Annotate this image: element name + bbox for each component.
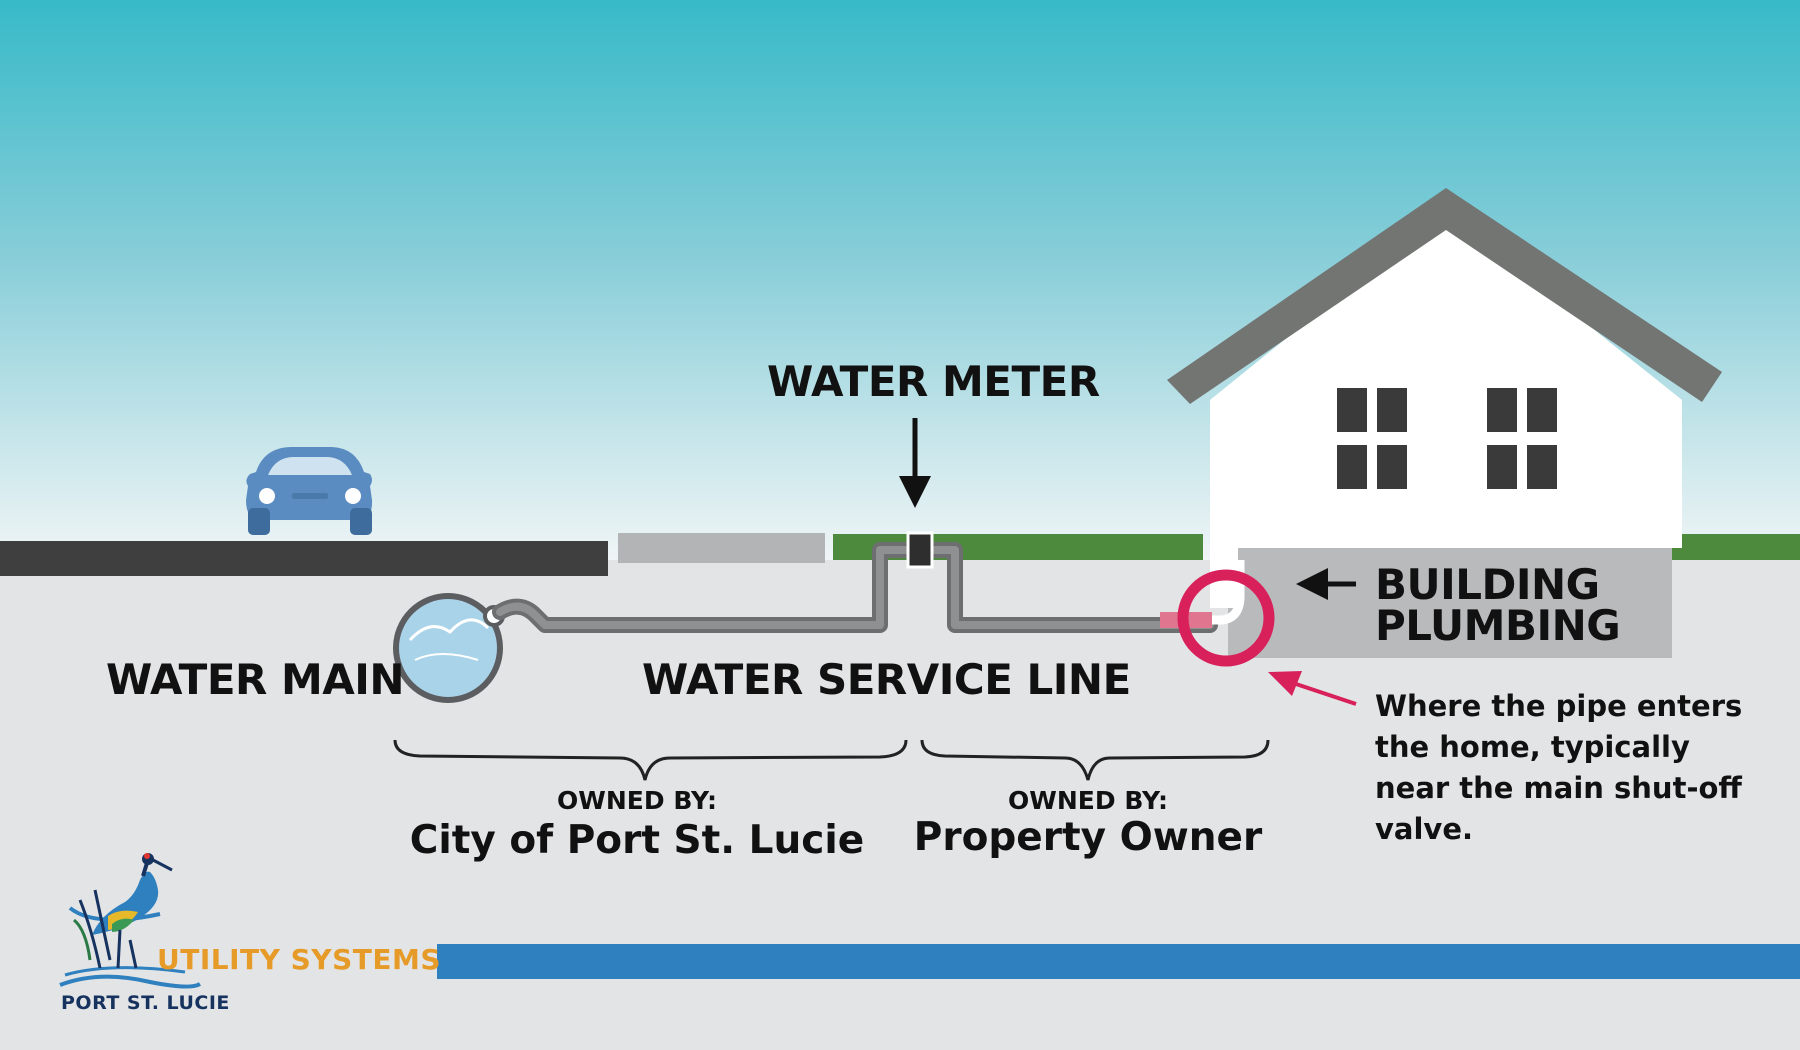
water-meter-label: WATER METER: [767, 357, 1100, 406]
property-owned-by-heading: OWNED BY:: [1008, 786, 1168, 815]
house-icon: [1167, 188, 1722, 658]
road: [0, 541, 608, 576]
building-plumbing-arrow: [1296, 568, 1356, 600]
window-right: [1487, 388, 1557, 489]
connection-note-arrow: [1268, 671, 1357, 706]
window-left: [1337, 388, 1407, 489]
heron-logo-icon: [59, 853, 202, 989]
water-main-label: WATER MAIN: [106, 655, 405, 704]
grass-right: [1672, 534, 1800, 560]
owner-ownership-brace: [920, 739, 1270, 781]
sidewalk: [618, 533, 825, 563]
building-plumbing-pipe: [1160, 560, 1245, 625]
city-owned-by-heading: OWNED BY:: [557, 786, 717, 815]
water-main-pipe-icon: [393, 593, 505, 703]
water-service-line-label: WATER SERVICE LINE: [642, 655, 1131, 704]
water-meter-icon: [906, 531, 934, 569]
house-foundation: [1228, 548, 1672, 658]
property-owner-name: Property Owner: [913, 815, 1263, 860]
building-plumbing-label-line1: BUILDING: [1375, 560, 1600, 609]
building-plumbing-label-line2: PLUMBING: [1375, 601, 1621, 650]
logo-port-st-lucie-text: PORT ST. LUCIE: [61, 992, 230, 1014]
connection-highlight-ring-icon: [1177, 569, 1275, 667]
connection-note: Where the pipe enters the home, typicall…: [1375, 689, 1743, 846]
water-meter-arrow: [899, 418, 931, 508]
footer-bar: [437, 944, 1800, 979]
city-owner-name: City of Port St. Lucie: [409, 818, 865, 863]
logo-utility-systems-text: UTILITY SYSTEMS: [157, 943, 441, 976]
car-icon: [246, 447, 373, 535]
city-ownership-brace: [393, 739, 908, 781]
water-service-pipe: [492, 542, 1218, 633]
house-wall: [1210, 210, 1682, 548]
